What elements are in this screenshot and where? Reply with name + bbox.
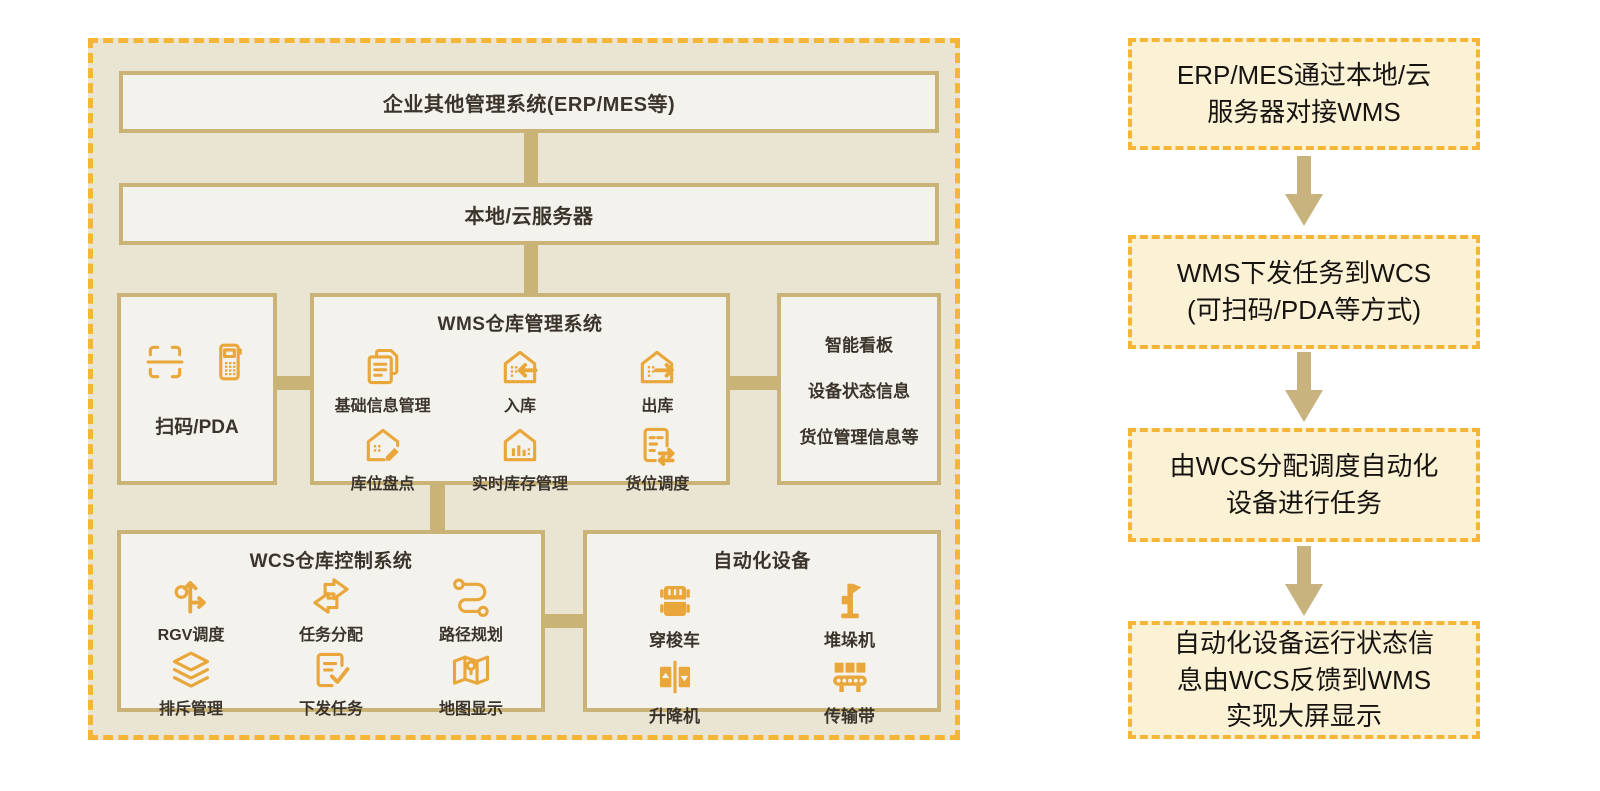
slot-dispatch-icon — [643, 427, 675, 466]
wms-item-outbound: 出库 — [589, 344, 726, 416]
kanban-line: 智能看板 — [825, 335, 893, 355]
wcs-items: RGV调度 任务分配 路径规划 — [121, 577, 541, 719]
wcs-item-route-plan: 路径规划 — [401, 577, 541, 645]
device-item-stacker: 堆垛机 — [762, 579, 937, 651]
down-arrow-icon — [1285, 546, 1323, 616]
device-item-shuttle: 穿梭车 — [587, 579, 762, 651]
scan-pda-label: 扫码/PDA — [155, 416, 239, 438]
scan-icon — [146, 345, 184, 378]
item-label: 排斥管理 — [158, 701, 223, 718]
wcs-item-rgv: RGV调度 — [121, 577, 261, 645]
stocktake-icon — [366, 428, 399, 462]
lift-icon — [659, 660, 690, 694]
device-items: 穿梭车 堆垛机 — [587, 579, 937, 727]
down-arrow-icon — [1285, 156, 1323, 226]
item-label: 基础信息管理 — [334, 398, 431, 415]
wms-item-slot-dispatch: 货位调度 — [589, 422, 726, 494]
device-item-conveyor: 传输带 — [762, 655, 937, 727]
wms-title: WMS仓库管理系统 — [437, 314, 603, 335]
item-label: RGV调度 — [157, 627, 225, 644]
item-label: 升降机 — [649, 707, 700, 726]
task-assign-icon — [313, 578, 349, 614]
wcs-item-exclusion: 排斥管理 — [121, 651, 261, 719]
item-label: 下发任务 — [298, 701, 363, 718]
wms-item-base-info: 基础信息管理 — [314, 344, 451, 416]
kanban-line: 设备状态信息 — [808, 381, 910, 401]
item-label: 穿梭车 — [649, 631, 700, 650]
item-label: 出库 — [641, 398, 674, 415]
flow-step-3: 由WCS分配调度自动化 设备进行任务 — [1128, 428, 1480, 542]
connector-enterprise-server — [524, 131, 538, 187]
connector-wms-kanban — [726, 376, 781, 390]
connector-scan-wms — [273, 376, 314, 390]
system-architecture-panel: 企业其他管理系统(ERP/MES等) 本地/云服务器 — [88, 38, 960, 740]
wcs-item-map-display: 地图显示 — [401, 651, 541, 719]
connector-server-wms — [524, 241, 538, 297]
wms-box: WMS仓库管理系统 基础信息管理 — [310, 293, 730, 493]
wms-item-inbound: 入库 — [451, 344, 588, 416]
kanban-line: 货位管理信息等 — [799, 427, 919, 447]
scan-pda-box: 扫码/PDA — [117, 293, 277, 485]
conveyor-icon — [832, 662, 867, 693]
rgv-dispatch-icon — [174, 581, 206, 614]
item-label: 货位调度 — [625, 476, 690, 493]
down-arrow-icon — [1285, 352, 1323, 422]
flow-step-4: 自动化设备运行状态信 息由WCS反馈到WMS 实现大屏显示 — [1128, 621, 1480, 739]
item-label: 传输带 — [824, 707, 875, 726]
layers-icon — [172, 651, 210, 688]
item-label: 库位盘点 — [350, 476, 415, 493]
flow-step-2: WMS下发任务到WCS (可扫码/PDA等方式) — [1128, 235, 1480, 349]
item-label: 路径规划 — [438, 627, 503, 644]
devices-title: 自动化设备 — [713, 551, 811, 572]
wms-item-stocktake: 库位盘点 — [314, 422, 451, 494]
item-label: 堆垛机 — [824, 631, 875, 650]
wcs-item-task-assign: 任务分配 — [261, 577, 401, 645]
wms-item-realtime-inventory: 实时库存管理 — [451, 422, 588, 494]
device-item-lift: 升降机 — [587, 655, 762, 727]
connector-wms-wcs — [430, 481, 445, 534]
realtime-inventory-icon — [503, 428, 537, 462]
scan-pda-icons — [143, 340, 251, 384]
pda-icon — [219, 343, 242, 380]
flow-step-1: ERP/MES通过本地/云 服务器对接WMS — [1128, 38, 1480, 150]
item-label: 入库 — [503, 398, 536, 415]
route-plan-icon — [453, 578, 489, 617]
item-label: 实时库存管理 — [471, 476, 568, 493]
connector-wcs-devices — [541, 614, 587, 628]
documents-icon — [367, 348, 398, 385]
item-label: 地图显示 — [438, 701, 503, 718]
item-label: 任务分配 — [298, 627, 363, 644]
shuttle-car-icon — [659, 585, 690, 617]
server-bar: 本地/云服务器 — [119, 183, 939, 245]
outbound-icon — [641, 350, 675, 384]
wcs-item-task-dispatch: 下发任务 — [261, 651, 401, 719]
kanban-box: 智能看板 设备状态信息 货位管理信息等 — [777, 293, 941, 485]
inbound-icon — [503, 350, 538, 384]
devices-box: 自动化设备 穿梭车 — [583, 530, 941, 726]
stacker-crane-icon — [840, 583, 861, 619]
wms-items: 基础信息管理 入库 — [314, 344, 726, 494]
wcs-box: WCS仓库控制系统 RGV调度 — [117, 530, 545, 718]
map-display-icon — [452, 655, 490, 685]
wcs-title: WCS仓库控制系统 — [249, 551, 413, 572]
task-dispatch-icon — [316, 652, 350, 688]
enterprise-systems-bar: 企业其他管理系统(ERP/MES等) — [119, 71, 939, 133]
